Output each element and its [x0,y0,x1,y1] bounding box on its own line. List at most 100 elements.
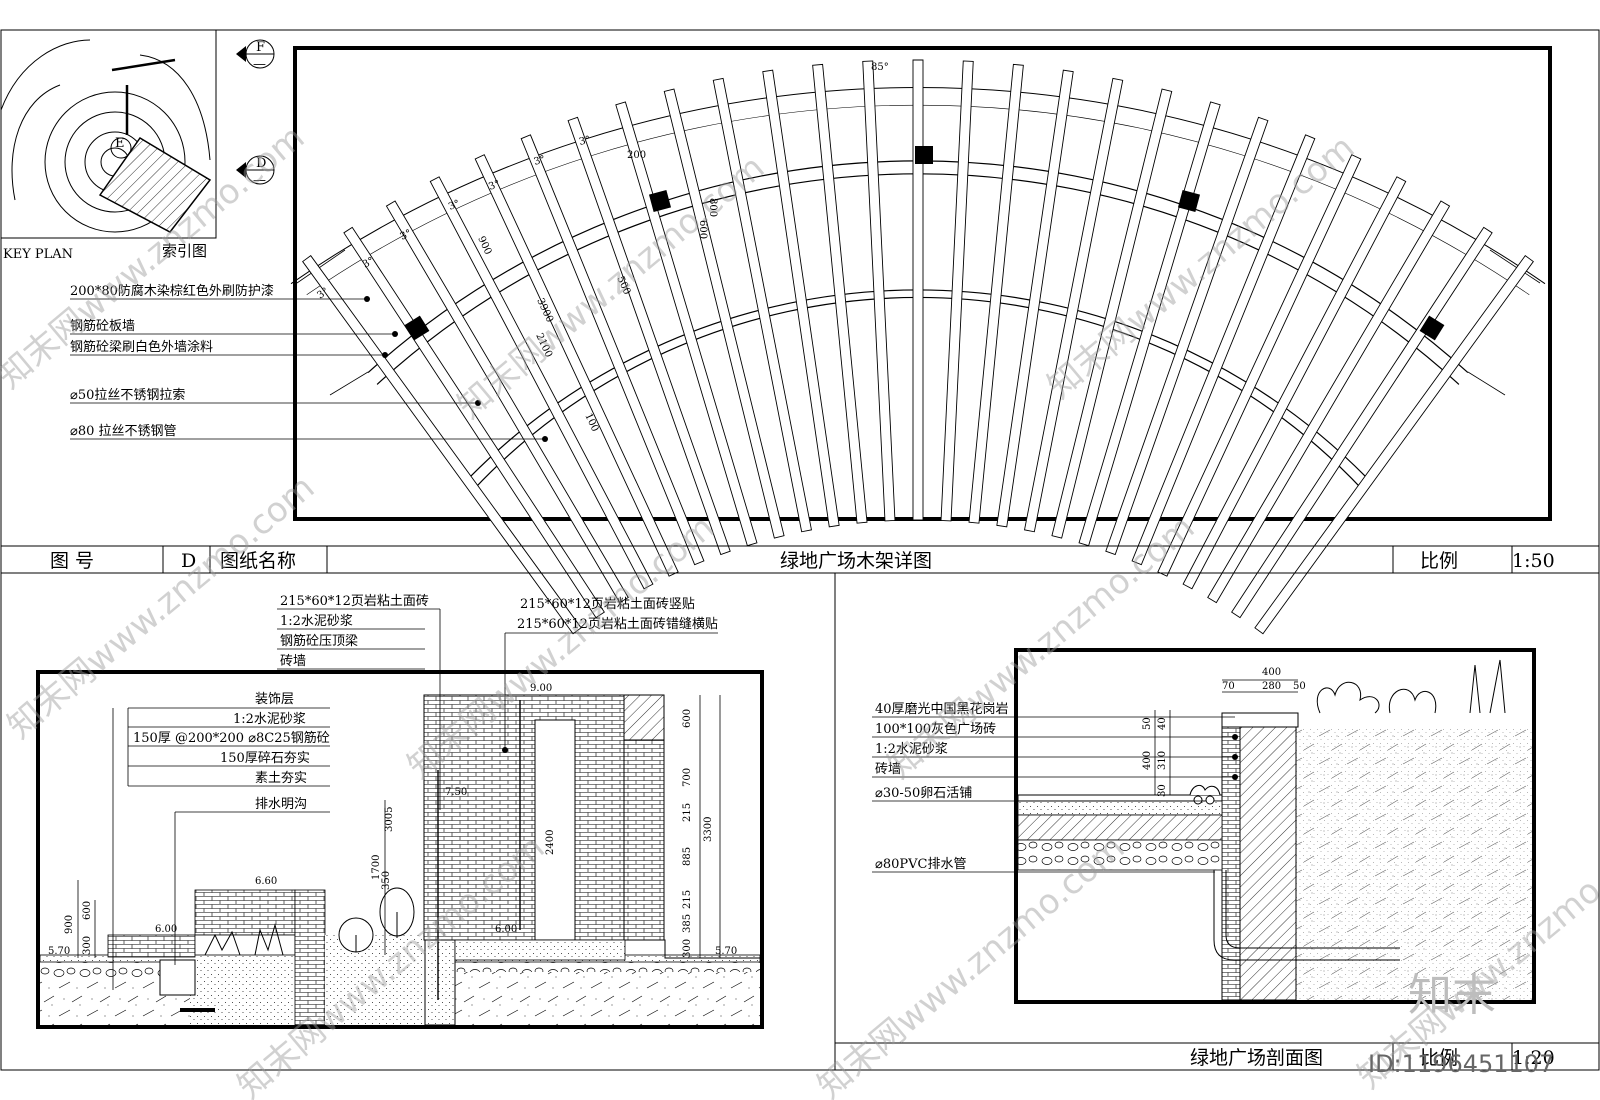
svg-text:9.00: 9.00 [530,683,552,694]
svg-text:310: 310 [1157,751,1168,770]
dim-post-600: 600 [697,220,708,239]
timber-slat [1131,134,1316,566]
timber-slat [1254,255,1534,635]
dim-post-width: 200 [627,150,646,161]
timber-slat [302,255,582,635]
section-marker-f: F — [236,39,275,72]
note-steel-cable: ⌀50拉丝不锈钢拉索 [70,388,185,403]
svg-text:100*100灰色广场砖: 100*100灰色广场砖 [875,721,996,737]
svg-text:3005: 3005 [384,807,395,832]
svg-text:50: 50 [1142,717,1153,730]
key-plan-label-cn: 索引图 [162,242,207,260]
timber-slat [615,101,758,547]
svg-text:2400: 2400 [545,830,556,855]
left-section-levels: 9.00 7.50 6.60 6.00 6.00 5.70 5.70 [48,683,737,957]
svg-text:5.70: 5.70 [715,946,737,957]
svg-text:—: — [253,57,266,72]
svg-text:7.50: 7.50 [445,787,467,798]
scale-label: 比例 [1420,550,1458,572]
svg-text:钢筋砼压顶梁: 钢筋砼压顶梁 [280,633,358,649]
note-rc-beam: 钢筋砼梁刷白色外墙涂料 [70,339,213,355]
right-section-notes: 40厚磨光中国黑花岗岩 100*100灰色广场砖 1:2水泥砂浆 砖墙 ⌀30-… [872,701,1238,873]
brand-watermark: 知末 [1408,970,1496,1021]
svg-text:280: 280 [1262,681,1281,692]
timber-slat [1023,77,1124,533]
right-section-drawing [1017,659,1532,1001]
svg-text:350: 350 [381,871,392,890]
timber-slat [762,69,840,528]
title-bar: 图 号 D 图纸名称 绿地广场木架详图 比例 1:50 [1,545,1599,574]
svg-text:900: 900 [64,915,75,934]
timber-slat [862,60,896,522]
svg-text:300: 300 [82,936,93,955]
dim-angle: 85° [871,62,889,73]
dim-spacing-3: 3° [398,228,413,243]
timber-slat [940,60,974,522]
svg-text:6.00: 6.00 [495,924,517,935]
svg-text:215*60*12页岩粘土面砖错缝横贴: 215*60*12页岩粘土面砖错缝横贴 [517,617,718,632]
svg-text:砖墙: 砖墙 [280,654,306,669]
drawing-name-label: 图纸名称 [220,550,296,572]
svg-text:600: 600 [82,901,93,920]
timber-slat [1078,101,1221,547]
dim-spacing-2: 3° [361,255,376,270]
footer-title: 绿地广场剖面图 [1190,1047,1323,1069]
left-section-dims: 600 700 215 885 215 385 300 3300 900 600… [64,695,721,958]
timber-slats [302,59,1534,635]
note-rc-wall: 钢筋砼板墙 [70,318,135,334]
left-section-drawing [39,694,761,1026]
section-marker-d: D — [236,155,275,188]
scale-value: 1:50 [1512,550,1555,572]
timber-slat [429,176,654,590]
dim-spacing-6: 3° [533,154,547,168]
timber-slat [663,88,785,539]
svg-text:F: F [256,40,265,55]
image-id: ID:1196451107 [1368,1050,1554,1078]
timber-slat [968,63,1024,524]
drawing-number-label: 图 号 [50,550,94,572]
timber-slat [385,200,629,604]
svg-text:—: — [253,173,266,188]
svg-text:知末网www.znzmo.com: 知末网www.znzmo.com [810,827,1132,1100]
svg-text:215: 215 [682,803,693,822]
timber-slat [812,63,868,524]
svg-text:6.60: 6.60 [255,876,277,887]
footer-scale-label: 比例 [1420,1047,1458,1069]
svg-text:⌀30-50卵石活铺: ⌀30-50卵石活铺 [875,786,972,801]
concrete-posts [404,146,1445,341]
svg-text:30: 30 [1157,784,1168,797]
timber-slat [912,59,924,521]
timber-slat [1051,88,1173,539]
dim-spacing-5: 3° [487,179,501,193]
right-section-frame [1014,648,1536,1004]
svg-text:600: 600 [682,709,693,728]
svg-text:排水明沟: 排水明沟 [255,797,307,812]
timber-slat [520,134,705,566]
footer-bar: 绿地广场剖面图 比例 1:20 [835,1042,1599,1070]
svg-text:215*60*12页岩粘土面砖竖贴: 215*60*12页岩粘土面砖竖贴 [520,597,695,612]
dim-spacing-7: 3° [578,134,592,147]
left-section-notes: 215*60*12页岩粘土面砖 1:2水泥砂浆 钢筋砼压顶梁 砖墙 215*60… [112,594,718,990]
svg-text:D: D [256,156,266,171]
svg-text:砖墙: 砖墙 [875,762,901,777]
svg-text:400: 400 [1262,667,1281,678]
svg-text:215: 215 [682,890,693,909]
timber-slat [1157,154,1362,577]
dim-spacing-1: 3° [315,286,331,302]
section-marker-e: E [110,136,132,159]
timber-slat [996,69,1074,528]
timber-slat [1207,200,1451,604]
svg-text:215*60*12页岩粘土面砖: 215*60*12页岩粘土面砖 [280,594,429,609]
plan-notes: 200*80防腐木染棕红色外刷防护漆 钢筋砼板墙 钢筋砼梁刷白色外墙涂料 ⌀50… [70,283,548,442]
timber-slat [567,116,731,556]
svg-text:5.70: 5.70 [48,946,70,957]
footer-scale: 1:20 [1512,1047,1555,1069]
svg-text:素土夯实: 素土夯实 [255,771,307,786]
svg-text:3300: 3300 [703,817,714,842]
svg-text:E: E [115,136,125,151]
svg-text:1:2水泥砂浆: 1:2水泥砂浆 [233,712,306,727]
left-section-frame [36,670,764,1029]
svg-text:1:2水泥砂浆: 1:2水泥砂浆 [280,614,353,629]
svg-text:885: 885 [682,847,693,866]
